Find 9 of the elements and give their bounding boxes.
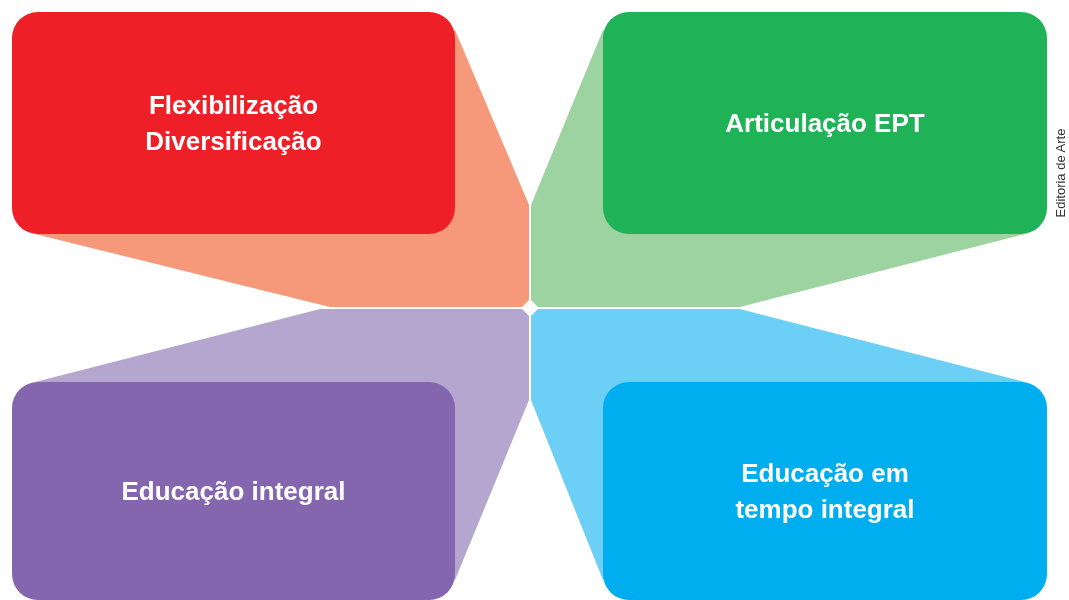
category-box <box>12 382 455 600</box>
box-title: Articulação EPT <box>724 107 926 140</box>
category-box <box>603 12 1047 234</box>
box-title: Educação integral <box>120 475 347 508</box>
box-title: Flexibilização Diversificação <box>144 89 323 158</box>
box-title: Educação em tempo integral <box>734 457 916 526</box>
category-box <box>12 12 455 234</box>
credit-text: Editoria de Arte <box>1052 127 1068 218</box>
category-box <box>603 382 1047 600</box>
